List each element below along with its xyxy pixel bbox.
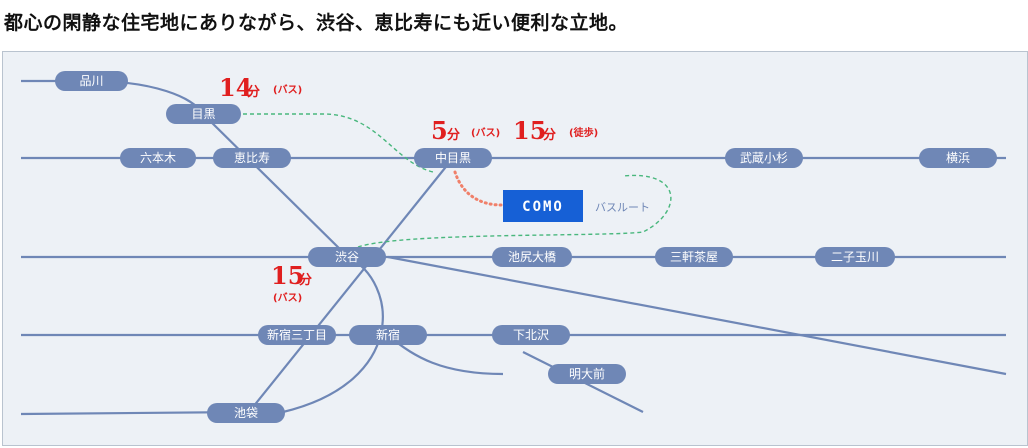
station-futako-tamagawa[interactable]: 二子玉川	[815, 247, 895, 267]
page-title: 都心の閑静な住宅地にありながら、渋谷、恵比寿にも近い便利な立地。	[4, 12, 629, 34]
svg-text:池尻大橋: 池尻大橋	[508, 250, 556, 264]
svg-text:新宿三丁目: 新宿三丁目	[267, 327, 327, 342]
station-shimokitazawa[interactable]: 下北沢	[492, 325, 570, 345]
svg-text:池袋: 池袋	[234, 406, 258, 420]
svg-text:分: 分	[447, 127, 460, 143]
route-map-svg: 品川 目黒 六本木 恵比寿 中目黒 武蔵小杉 横浜 渋谷 池尻大橋 三軒茶屋 二…	[20, 71, 1007, 423]
svg-text:14: 14	[219, 73, 252, 102]
svg-text:下北沢: 下北沢	[513, 328, 549, 342]
station-musashikosugi[interactable]: 武蔵小杉	[725, 148, 803, 168]
time-label-meguro: 14 分 (バス)	[219, 73, 302, 102]
walking-route	[453, 170, 503, 207]
svg-text:渋谷: 渋谷	[335, 250, 359, 264]
station-shibuya[interactable]: 渋谷	[308, 247, 386, 267]
station-sangenjaya[interactable]: 三軒茶屋	[655, 247, 733, 267]
station-meidaimae[interactable]: 明大前	[548, 364, 626, 384]
station-roppongi[interactable]: 六本木	[120, 148, 196, 168]
station-ikebukuro[interactable]: 池袋	[207, 403, 285, 423]
svg-text:二子玉川: 二子玉川	[831, 250, 879, 264]
svg-text:三軒茶屋: 三軒茶屋	[670, 249, 718, 264]
property-marker-como[interactable]: COMO	[503, 190, 583, 222]
time-label-shibuya: 15 分 (バス)	[271, 261, 312, 304]
rail-line-nakameguro-ikebukuro	[248, 157, 454, 413]
svg-text:15: 15	[513, 116, 546, 145]
svg-text:(徒歩): (徒歩)	[569, 126, 598, 139]
rail-line-meguro-shibuya	[202, 113, 349, 258]
svg-text:六本木: 六本木	[140, 151, 176, 165]
station-shinagawa[interactable]: 品川	[55, 71, 128, 91]
route-map: 品川 目黒 六本木 恵比寿 中目黒 武蔵小杉 横浜 渋谷 池尻大橋 三軒茶屋 二…	[2, 51, 1028, 446]
rail-line-inokashira	[387, 255, 1007, 376]
station-shinjuku[interactable]: 新宿	[349, 325, 427, 345]
svg-text:(バス): (バス)	[273, 292, 302, 304]
svg-text:分: 分	[299, 272, 312, 288]
svg-text:恵比寿: 恵比寿	[234, 151, 270, 165]
station-ebisu[interactable]: 恵比寿	[213, 148, 291, 168]
svg-text:目黒: 目黒	[191, 107, 215, 121]
svg-text:分: 分	[543, 127, 556, 143]
svg-text:品川: 品川	[79, 74, 103, 88]
time-label-nakameguro-bus: 5 分 (バス)	[431, 116, 500, 145]
svg-text:(バス): (バス)	[471, 127, 500, 139]
svg-text:明大前: 明大前	[569, 366, 605, 381]
svg-text:中目黒: 中目黒	[435, 150, 471, 165]
property-name: COMO	[522, 199, 564, 215]
svg-text:武蔵小杉: 武蔵小杉	[740, 151, 788, 165]
bus-route-label: バスルート	[595, 201, 650, 214]
station-ikejiri-ohashi[interactable]: 池尻大橋	[492, 247, 572, 267]
svg-text:5: 5	[431, 116, 448, 145]
svg-text:分: 分	[247, 84, 260, 100]
time-label-nakameguro-walk: 15 分 (徒歩)	[513, 116, 598, 145]
svg-text:新宿: 新宿	[376, 327, 400, 342]
svg-text:(バス): (バス)	[273, 84, 302, 96]
station-shinjuku-sanchome[interactable]: 新宿三丁目	[258, 325, 336, 345]
svg-text:横浜: 横浜	[946, 151, 970, 165]
svg-text:15: 15	[271, 261, 304, 290]
station-meguro[interactable]: 目黒	[166, 104, 241, 124]
station-nakameguro[interactable]: 中目黒	[414, 148, 492, 168]
station-yokohama[interactable]: 横浜	[919, 148, 997, 168]
bus-route-shibuya	[357, 174, 672, 248]
